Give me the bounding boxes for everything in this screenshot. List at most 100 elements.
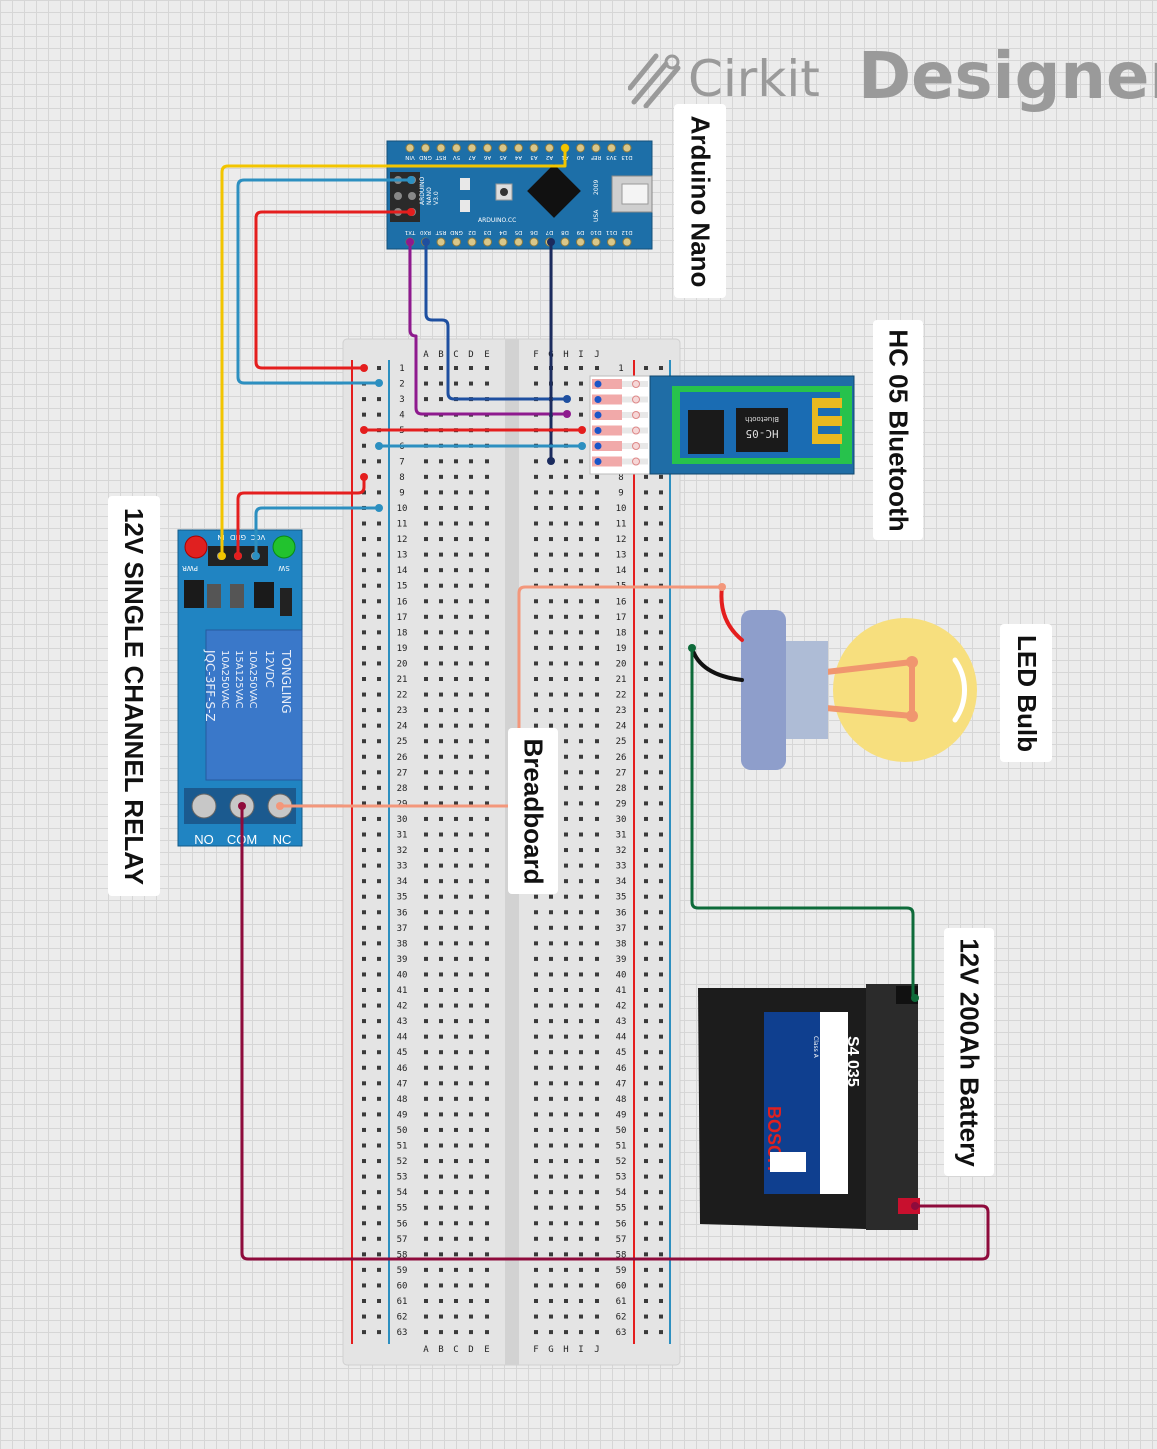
breadboard-hole[interactable] [424,1003,428,1008]
breadboard-hole[interactable] [579,1283,583,1288]
breadboard-hole[interactable] [377,1236,381,1241]
breadboard-hole[interactable] [564,832,568,837]
breadboard-hole[interactable] [579,412,583,417]
breadboard-hole[interactable] [424,1221,428,1226]
breadboard-hole[interactable] [564,1127,568,1132]
breadboard-hole[interactable] [439,1267,443,1272]
breadboard-hole[interactable] [377,1221,381,1226]
breadboard-hole[interactable] [439,1019,443,1024]
breadboard-hole[interactable] [644,1283,648,1288]
breadboard-hole[interactable] [424,1159,428,1164]
breadboard-hole[interactable] [659,1096,663,1101]
breadboard-hole[interactable] [564,459,568,464]
breadboard-hole[interactable] [659,692,663,697]
breadboard-hole[interactable] [595,894,599,899]
breadboard-hole[interactable] [362,677,366,681]
breadboard-hole[interactable] [549,1174,553,1179]
breadboard-hole[interactable] [485,1221,489,1226]
breadboard-hole[interactable] [469,1019,473,1024]
arduino-pin[interactable] [467,237,477,247]
arduino-pin[interactable] [405,143,415,153]
breadboard-hole[interactable] [485,1236,489,1241]
breadboard-hole[interactable] [377,1096,381,1101]
breadboard-hole[interactable] [595,1283,599,1288]
breadboard-hole[interactable] [439,1081,443,1086]
breadboard-hole[interactable] [564,1034,568,1039]
breadboard-hole[interactable] [659,505,663,510]
breadboard-hole[interactable] [659,1314,663,1319]
breadboard-hole[interactable] [659,816,663,821]
breadboard-hole[interactable] [644,723,648,728]
breadboard-hole[interactable] [644,816,648,821]
breadboard-hole[interactable] [595,1236,599,1241]
breadboard-hole[interactable] [534,941,538,946]
breadboard-hole[interactable] [595,1314,599,1319]
breadboard-hole[interactable] [377,1050,381,1055]
breadboard-hole[interactable] [362,1112,366,1117]
breadboard-hole[interactable] [424,894,428,899]
breadboard-hole[interactable] [469,832,473,837]
breadboard-hole[interactable] [485,941,489,946]
breadboard-hole[interactable] [362,816,366,821]
breadboard-hole[interactable] [485,583,489,588]
breadboard-hole[interactable] [362,770,366,775]
breadboard-hole[interactable] [424,1112,428,1117]
breadboard-hole[interactable] [424,1127,428,1132]
breadboard-hole[interactable] [485,1034,489,1039]
breadboard-hole[interactable] [485,1143,489,1148]
breadboard-hole[interactable] [424,863,428,868]
breadboard-hole[interactable] [362,863,366,868]
breadboard-hole[interactable] [362,879,366,884]
breadboard-hole[interactable] [659,1190,663,1195]
breadboard-hole[interactable] [644,972,648,977]
wire-red-top[interactable] [254,210,413,370]
breadboard-hole[interactable] [579,1143,583,1148]
breadboard-hole[interactable] [659,770,663,775]
breadboard-hole[interactable] [564,1252,568,1257]
breadboard-hole[interactable] [564,988,568,992]
breadboard-hole[interactable] [644,474,648,479]
breadboard-hole[interactable] [549,474,553,479]
breadboard-hole[interactable] [564,614,568,619]
breadboard-hole[interactable] [469,366,473,370]
breadboard-hole[interactable] [659,1127,663,1132]
breadboard-hole[interactable] [454,708,458,713]
breadboard-hole[interactable] [362,490,366,495]
breadboard-hole[interactable] [362,1081,366,1086]
breadboard-hole[interactable] [439,1034,443,1039]
breadboard-hole[interactable] [439,1112,443,1117]
breadboard-hole[interactable] [454,630,458,635]
breadboard-hole[interactable] [439,1127,443,1132]
breadboard-hole[interactable] [659,894,663,899]
breadboard-hole[interactable] [469,568,473,573]
breadboard-hole[interactable] [595,956,599,961]
breadboard-hole[interactable] [549,988,553,992]
arduino-pin[interactable] [483,237,492,247]
breadboard-hole[interactable] [595,490,599,495]
breadboard-hole[interactable] [579,366,583,370]
breadboard-hole[interactable] [454,1050,458,1055]
breadboard-hole[interactable] [564,474,568,479]
breadboard-hole[interactable] [377,848,381,853]
breadboard-hole[interactable] [424,645,428,650]
breadboard-hole[interactable] [454,490,458,495]
breadboard-hole[interactable] [579,1190,583,1195]
breadboard-hole[interactable] [377,521,381,526]
breadboard-hole[interactable] [659,708,663,713]
breadboard-hole[interactable] [659,366,663,370]
breadboard-hole[interactable] [439,1050,443,1055]
breadboard-hole[interactable] [579,988,583,992]
wire-maroon[interactable] [240,804,990,1261]
breadboard-hole[interactable] [485,599,489,604]
breadboard-hole[interactable] [564,941,568,946]
breadboard-hole[interactable] [377,1143,381,1148]
breadboard-hole[interactable] [659,537,663,542]
breadboard-hole[interactable] [549,1112,553,1117]
breadboard-hole[interactable] [549,1267,553,1272]
breadboard-hole[interactable] [377,599,381,604]
breadboard-hole[interactable] [377,941,381,946]
breadboard-hole[interactable] [659,1034,663,1039]
breadboard-hole[interactable] [564,801,568,806]
breadboard-hole[interactable] [564,1159,568,1164]
breadboard-hole[interactable] [644,863,648,868]
